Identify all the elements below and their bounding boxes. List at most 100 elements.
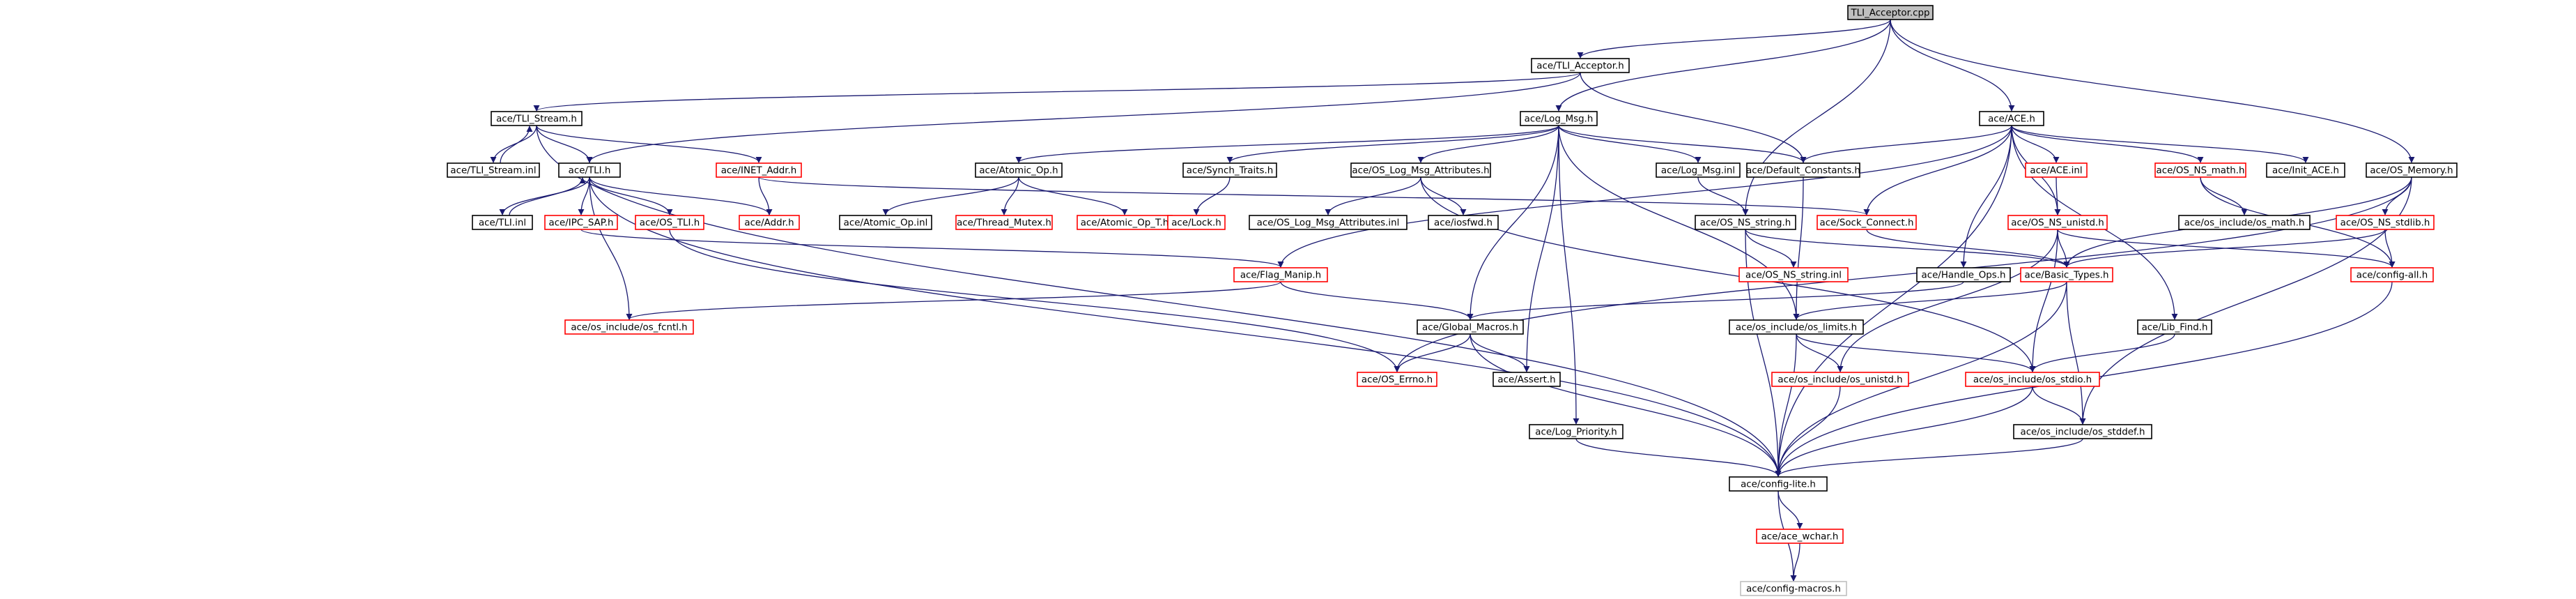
node-label: TLI_Acceptor.cpp [1850,8,1929,19]
node-handle-ops-h[interactable]: ace/Handle_Ops.h [1916,267,2011,282]
edge-tli_stream_h-to-inet_addr_h [536,125,762,163]
node-tli-stream-inl[interactable]: ace/TLI_Stream.inl [447,162,540,178]
node-label: ace/Log_Priority.h [1535,427,1617,438]
edge-log_msg_h-to-assert_h [1523,125,1559,372]
node-label: ace/Default_Constants.h [1746,166,1860,176]
node-label: ace/os_include/os_unistd.h [1777,375,1902,386]
node-tli-stream-h[interactable]: ace/TLI_Stream.h [491,111,583,126]
edge-log_msg_h-to-log_priority_h [1558,125,1580,425]
node-box [2154,162,2246,178]
edge-os_tli_h-to-os_errno_h [669,229,1401,372]
node-os-log-msg-attr-inl[interactable]: ace/OS_Log_Msg_Attributes.inl [1249,215,1407,230]
node-label: ace/Sock_Connect.h [1820,218,1914,229]
node-box [1357,372,1437,387]
node-iosfwd-h[interactable]: ace/iosfwd.h [1428,215,1499,230]
node-log-msg-h[interactable]: ace/Log_Msg.h [1520,111,1598,126]
node-assert-h[interactable]: ace/Assert.h [1493,372,1561,387]
node-label: ace/Synch_Traits.h [1187,166,1273,176]
nodes-layer: TLI_Acceptor.cpp ace/TLI_Acceptor.h ace/TL… [447,5,2458,596]
node-config-macros-h[interactable]: ace/config-macros.h [1740,581,1847,596]
edge-tli_acceptor_h-to-default_constants_h [1580,72,1807,163]
node-label: ace/TLI.h [569,166,611,176]
node-lib-find-h[interactable]: ace/Lib_Find.h [2137,319,2212,335]
node-label: ace/TLI_Stream.inl [450,166,536,176]
node-flag-manip-h[interactable]: ace/Flag_Manip.h [1233,267,1328,282]
node-os-ns-math-h[interactable]: ace/OS_NS_math.h [2154,162,2246,178]
node-os-ns-string-h[interactable]: ace/OS_NS_string.h [1695,215,1796,230]
node-ace-inl[interactable]: ace/ACE.inl [2025,162,2088,178]
node-config-lite-h[interactable]: ace/config-lite.h [1729,476,1828,492]
edge-os_include_os_unistd_h-to-config_lite_h [1775,386,1841,477]
edge-os_include_os_limits_h-to-config_lite_h [1775,333,1797,477]
edge-tli_acceptor_cpp-to-os_ns_string_h [1742,19,1891,215]
node-os-include-os-unistd-h[interactable]: ace/os_include/os_unistd.h [1771,372,1909,387]
edge-log_msg_h-to-log_msg_inl [1558,125,1702,163]
node-atomic-op-h[interactable]: ace/Atomic_Op.h [975,162,1063,178]
node-synch-traits-h[interactable]: ace/Synch_Traits.h [1182,162,1277,178]
node-label: ace/Handle_Ops.h [1922,271,2006,281]
node-ace-wchar-h[interactable]: ace/ace_wchar.h [1756,529,1844,544]
edge-tli_h-to-os_include_os_fcntl_h [589,176,633,320]
edge-log_priority_h-to-config_lite_h [1575,438,1782,477]
node-box [1771,372,1909,387]
node-os-ns-string-inl[interactable]: ace/OS_NS_string.inl [1738,267,1849,282]
node-os-include-os-stddef-h[interactable]: ace/os_include/os_stddef.h [2013,424,2152,439]
node-os-log-msg-attr-h[interactable]: ace/OS_Log_Msg_Attributes.h [1350,162,1491,178]
node-atomic-op-inl[interactable]: ace/Atomic_Op.inl [839,215,932,230]
node-inet-addr-h[interactable]: ace/INET_Addr.h [716,162,802,178]
node-box [1350,162,1491,178]
node-os-include-os-limits-h[interactable]: ace/os_include/os_limits.h [1729,319,1864,335]
node-config-all-h[interactable]: ace/config-all.h [2350,267,2434,282]
edge-tli_stream_h-to-tli_h [536,125,593,163]
node-label: ace/INET_Addr.h [721,166,797,176]
node-tli-h[interactable]: ace/TLI.h [558,162,621,178]
node-os-include-os-fcntl-h[interactable]: ace/os_include/os_fcntl.h [564,319,694,335]
node-label: ace/OS_Log_Msg_Attributes.inl [1257,218,1400,229]
node-addr-h[interactable]: ace/Addr.h [739,215,800,230]
node-box [2266,162,2345,178]
node-lock-h[interactable]: ace/Lock.h [1167,215,1226,230]
node-os-include-os-stdio-h[interactable]: ace/os_include/os_stdio.h [1965,372,2100,387]
node-global-macros-h[interactable]: ace/Global_Macros.h [1417,319,1524,335]
node-log-msg-inl[interactable]: ace/Log_Msg.inl [1656,162,1741,178]
node-ipc-sap-h[interactable]: ace/IPC_SAP.h [544,215,618,230]
node-label: ace/Log_Msg.h [1525,114,1594,125]
node-label: ace/OS_NS_string.h [1700,218,1791,229]
node-os-memory-h[interactable]: ace/OS_Memory.h [2366,162,2458,178]
node-tli-acceptor-cpp[interactable]: TLI_Acceptor.cpp [1847,5,1934,20]
node-init-ace-h[interactable]: ace/Init_ACE.h [2266,162,2345,178]
node-label: ace/OS_Errno.h [1362,375,1433,386]
edge-ace_h-to-default_constants_h [1800,125,2012,163]
edge-tli_h-to-tli_inl [499,176,590,215]
node-box [2178,215,2311,230]
node-atomic-op-t-h[interactable]: ace/Atomic_Op_T.h [1077,215,1173,230]
node-os-include-os-math-h[interactable]: ace/os_include/os_math.h [2178,215,2311,230]
node-os-tli-h[interactable]: ace/OS_TLI.h [635,215,704,230]
node-ace-h[interactable]: ace/ACE.h [1979,111,2044,126]
node-log-priority-h[interactable]: ace/Log_Priority.h [1529,424,1624,439]
node-box [1529,424,1624,439]
node-default-constants-h[interactable]: ace/Default_Constants.h [1746,162,1860,178]
edge-os_memory_h-to-os_include_os_stddef_h [2079,176,2412,425]
node-os-ns-unistd-h[interactable]: ace/OS_NS_unistd.h [2007,215,2108,230]
edge-os_include_os_limits_h-to-os_include_os_unistd_h [1796,333,1844,372]
node-label: ace/ACE.h [1988,114,2035,125]
edge-basic_types_h-to-os_include_os_limits_h [1793,281,2067,320]
edge-os_log_msg_attr_h-to-os_include_os_stdio_h [1420,176,2036,372]
node-os-errno-h[interactable]: ace/OS_Errno.h [1357,372,1437,387]
node-label: ace/TLI_Stream.h [496,114,577,125]
edge-os_include_os_stdio_h-to-config_lite_h [1775,386,2033,477]
node-label: ace/Addr.h [744,218,794,229]
node-box [2350,267,2434,282]
node-basic-types-h[interactable]: ace/Basic_Types.h [2020,267,2113,282]
edge-sock_connect_h-to-basic_types_h [1866,229,2070,268]
node-label: ace/OS_Log_Msg_Attributes.h [1352,166,1489,176]
node-box [1746,162,1860,178]
node-sock-connect-h[interactable]: ace/Sock_Connect.h [1817,215,1917,230]
edge-ace_h-to-sock_connect_h [1863,125,2012,215]
node-tli-acceptor-h[interactable]: ace/TLI_Acceptor.h [1531,58,1630,73]
node-box [1493,372,1561,387]
node-tli-inl[interactable]: ace/TLI.inl [472,215,533,230]
node-thread-mutex-h[interactable]: ace/Thread_Mutex.h [955,215,1053,230]
node-os-ns-stdlib-h[interactable]: ace/OS_NS_stdlib.h [2336,215,2435,230]
